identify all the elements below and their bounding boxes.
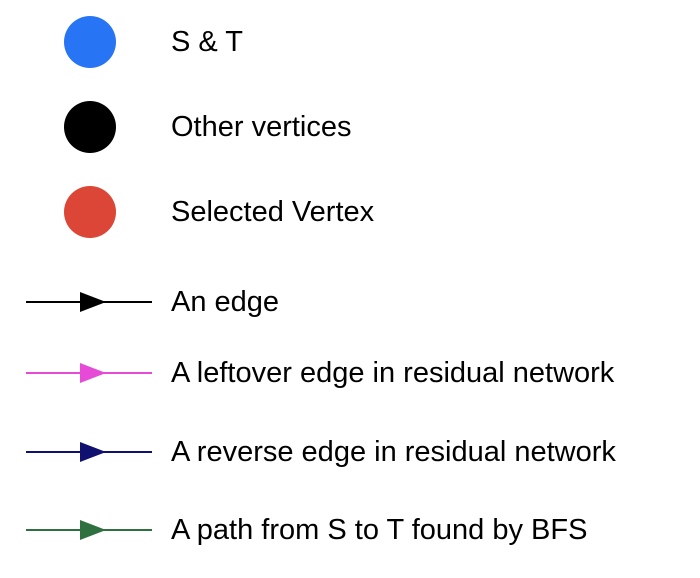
legend-item-s-and-t: S & T [0,12,700,72]
edge-marker [26,343,154,403]
black-circle-icon [64,101,116,153]
green-arrow-icon [26,520,152,540]
legend-item-selected-vertex: Selected Vertex [0,182,700,242]
navy-arrow-icon [26,442,152,462]
blue-circle-icon [64,16,116,68]
black-arrow-icon [26,292,152,312]
vertex-marker [26,182,154,242]
vertex-marker [26,12,154,72]
legend-label: A path from S to T found by BFS [171,514,588,546]
legend-label: An edge [171,286,280,318]
legend-item-other-vertices: Other vertices [0,97,700,157]
legend-item-reverse-edge: A reverse edge in residual network [0,422,700,482]
legend-label: A reverse edge in residual network [171,436,616,468]
edge-marker [26,422,154,482]
legend-item-leftover-edge: A leftover edge in residual network [0,343,700,403]
legend-item-edge: An edge [0,272,700,332]
red-circle-icon [64,186,116,238]
legend-label: S & T [171,26,243,58]
vertex-marker [26,97,154,157]
edge-marker [26,500,154,560]
legend-label: A leftover edge in residual network [171,357,615,389]
legend-item-bfs-path: A path from S to T found by BFS [0,500,700,560]
legend-label: Selected Vertex [171,196,375,228]
edge-marker [26,272,154,332]
magenta-arrow-icon [26,363,152,383]
legend-label: Other vertices [171,111,352,143]
